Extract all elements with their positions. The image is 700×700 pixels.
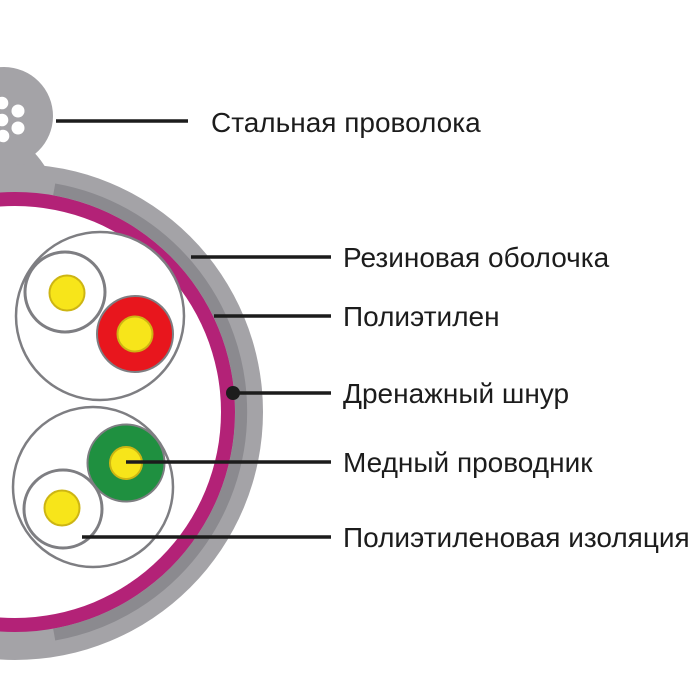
drain-cord-marker-dot bbox=[226, 386, 240, 400]
steel-strand-dot bbox=[0, 113, 9, 127]
copper-core-top-left bbox=[48, 274, 86, 312]
labels: Стальная проволока Резиновая оболочка По… bbox=[211, 107, 690, 553]
label-rubber-sheath: Резиновая оболочка bbox=[343, 242, 610, 273]
pair-bottom bbox=[11, 405, 175, 569]
polyethylene-ring bbox=[53, 183, 248, 641]
steel-strand-dot bbox=[0, 96, 9, 110]
label-copper-conductor: Медный проводник bbox=[343, 447, 593, 478]
steel-strand-dot bbox=[0, 129, 10, 143]
label-pe-insulation: Полиэтиленовая изоляция bbox=[343, 522, 690, 553]
steel-strand-dot bbox=[11, 104, 25, 118]
copper-core-bottom-left bbox=[43, 489, 81, 527]
label-drain-cord: Дренажный шнур bbox=[343, 378, 569, 409]
leader-lines bbox=[56, 119, 331, 539]
steel-strand-dot bbox=[11, 121, 25, 135]
pair-top bbox=[14, 230, 186, 402]
steel-strand-dots bbox=[0, 96, 25, 143]
copper-core-red bbox=[116, 315, 154, 353]
label-polyethylene: Полиэтилен bbox=[343, 301, 500, 332]
label-steel-wire: Стальная проволока bbox=[211, 107, 481, 138]
